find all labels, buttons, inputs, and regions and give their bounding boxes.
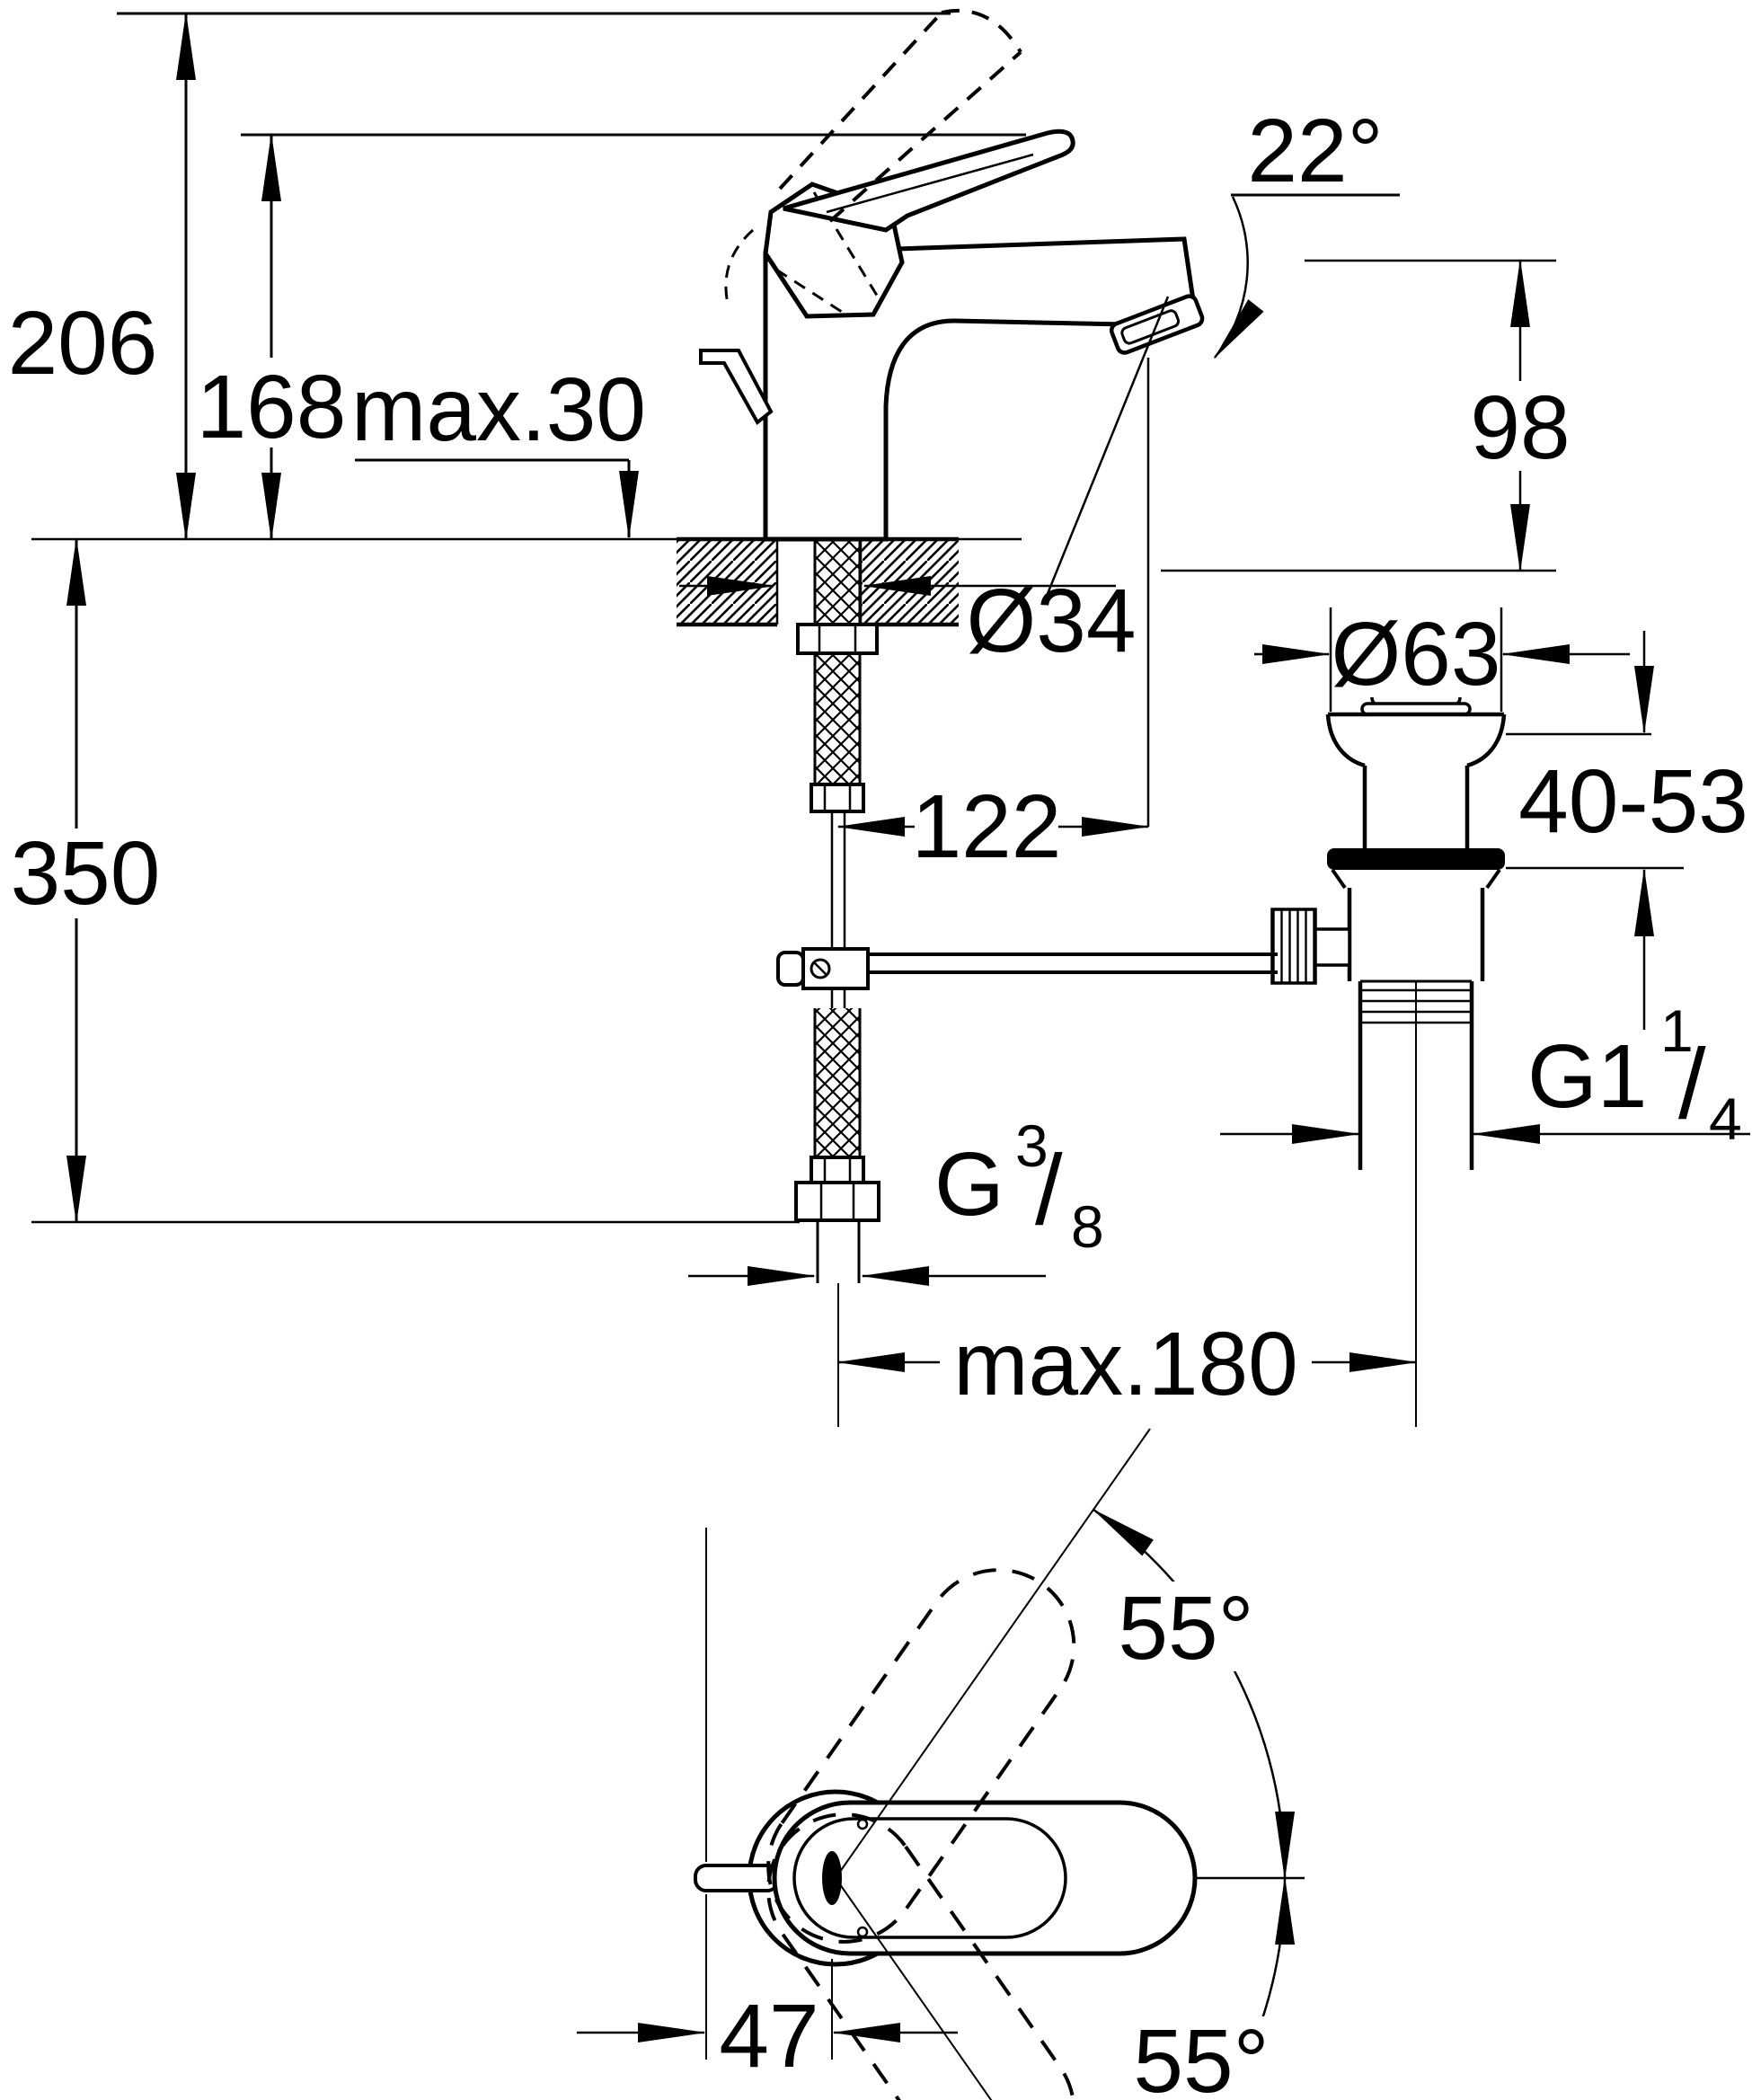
label-47: 47 [719,1986,818,2087]
label-55-up: 55° [1118,1578,1253,1679]
plan-view: 55° 55° 47 [577,1428,1305,2100]
plan-lever-swivel-up-dashed [766,1568,1076,1944]
hatch-fill-left [677,539,777,625]
drain-assembly [1270,690,1507,1269]
dim-swivel-up: 55° [835,1428,1296,1880]
dim-overall-height: 206 [8,12,196,541]
flex-hose-lower [815,1008,860,1157]
label-122: 122 [912,776,1062,877]
lever-inner-edge [826,153,1034,214]
label-168: 168 [197,357,347,457]
label-206: 206 [8,293,158,394]
countertop-section [31,536,1022,627]
lever-raised-position-dashed [724,8,1022,305]
dim-lever-offset: 47 [577,1894,958,2087]
label-22deg: 22° [1247,101,1383,201]
dim-spout-tip-height: 168 [195,133,348,541]
pivot-hidden-edge [775,268,845,315]
label-max30: max.30 [351,359,646,460]
plan-detail-dot [856,1926,869,1938]
side-view: 206 168 max.30 22° 98 [8,8,1750,1427]
dim-aerator-angle: 22° [1041,101,1400,827]
dim-waste-thread: G1 1 / 4 [1220,997,1750,1152]
hose-connection-nut [794,1181,880,1222]
popup-rod-knob [699,349,774,426]
flex-hose-upper [815,653,860,784]
dim-clamping-range: 40-53 [1506,631,1748,1030]
lever-handle [783,128,1075,233]
plan-lever-swivel-down-dashed [766,1812,1076,2100]
label-40-53: 40-53 [1518,751,1748,852]
label-55-down: 55° [1133,2011,1269,2100]
angle-leg-slanted [1041,296,1170,606]
dim-spout-reach: 122 [836,776,1150,877]
dim-under-deck-clearance: 350 [11,537,800,1224]
hose-crimp-sleeve [810,783,865,813]
dim-mounting-hole: Ø34 [679,571,1137,671]
threaded-shank [815,540,860,623]
label-dia34: Ø34 [966,571,1136,671]
plan-logo-mark [822,1851,842,1905]
plan-detail-dot [856,1818,869,1830]
supply-hose-and-shank [776,540,1278,1427]
dim-spout-outlet-height: 98 [1161,259,1574,572]
label-g-38: G 3 / 8 [934,1112,1104,1260]
hose-crimp-sleeve-lower [810,1156,865,1184]
label-350: 350 [11,823,161,924]
dim-waste-flange: Ø63 [1254,604,1630,712]
label-max180: max.180 [953,1314,1298,1414]
plan-lever-top-face [792,1817,1067,1939]
linkage-clamp-knob [1270,908,1317,985]
label-g1-14: G1 1 / 4 [1527,997,1742,1152]
faucet-body [699,8,1205,542]
mounting-nut [796,623,879,655]
dim-swivel-down: 55° [835,1876,1296,2100]
dim-deck-thickness: max.30 [351,359,646,539]
hatch-fill-right [861,539,959,625]
label-dia63: Ø63 [1331,604,1500,704]
dim-center-distance: max.180 [836,1269,1418,1427]
label-98: 98 [1470,377,1570,478]
waste-gasket [1327,848,1505,870]
popup-linkage-clamp [776,947,870,990]
dim-supply-thread: G 3 / 8 [688,1112,1104,1286]
plan-popup-rod-tab [694,1864,780,1892]
